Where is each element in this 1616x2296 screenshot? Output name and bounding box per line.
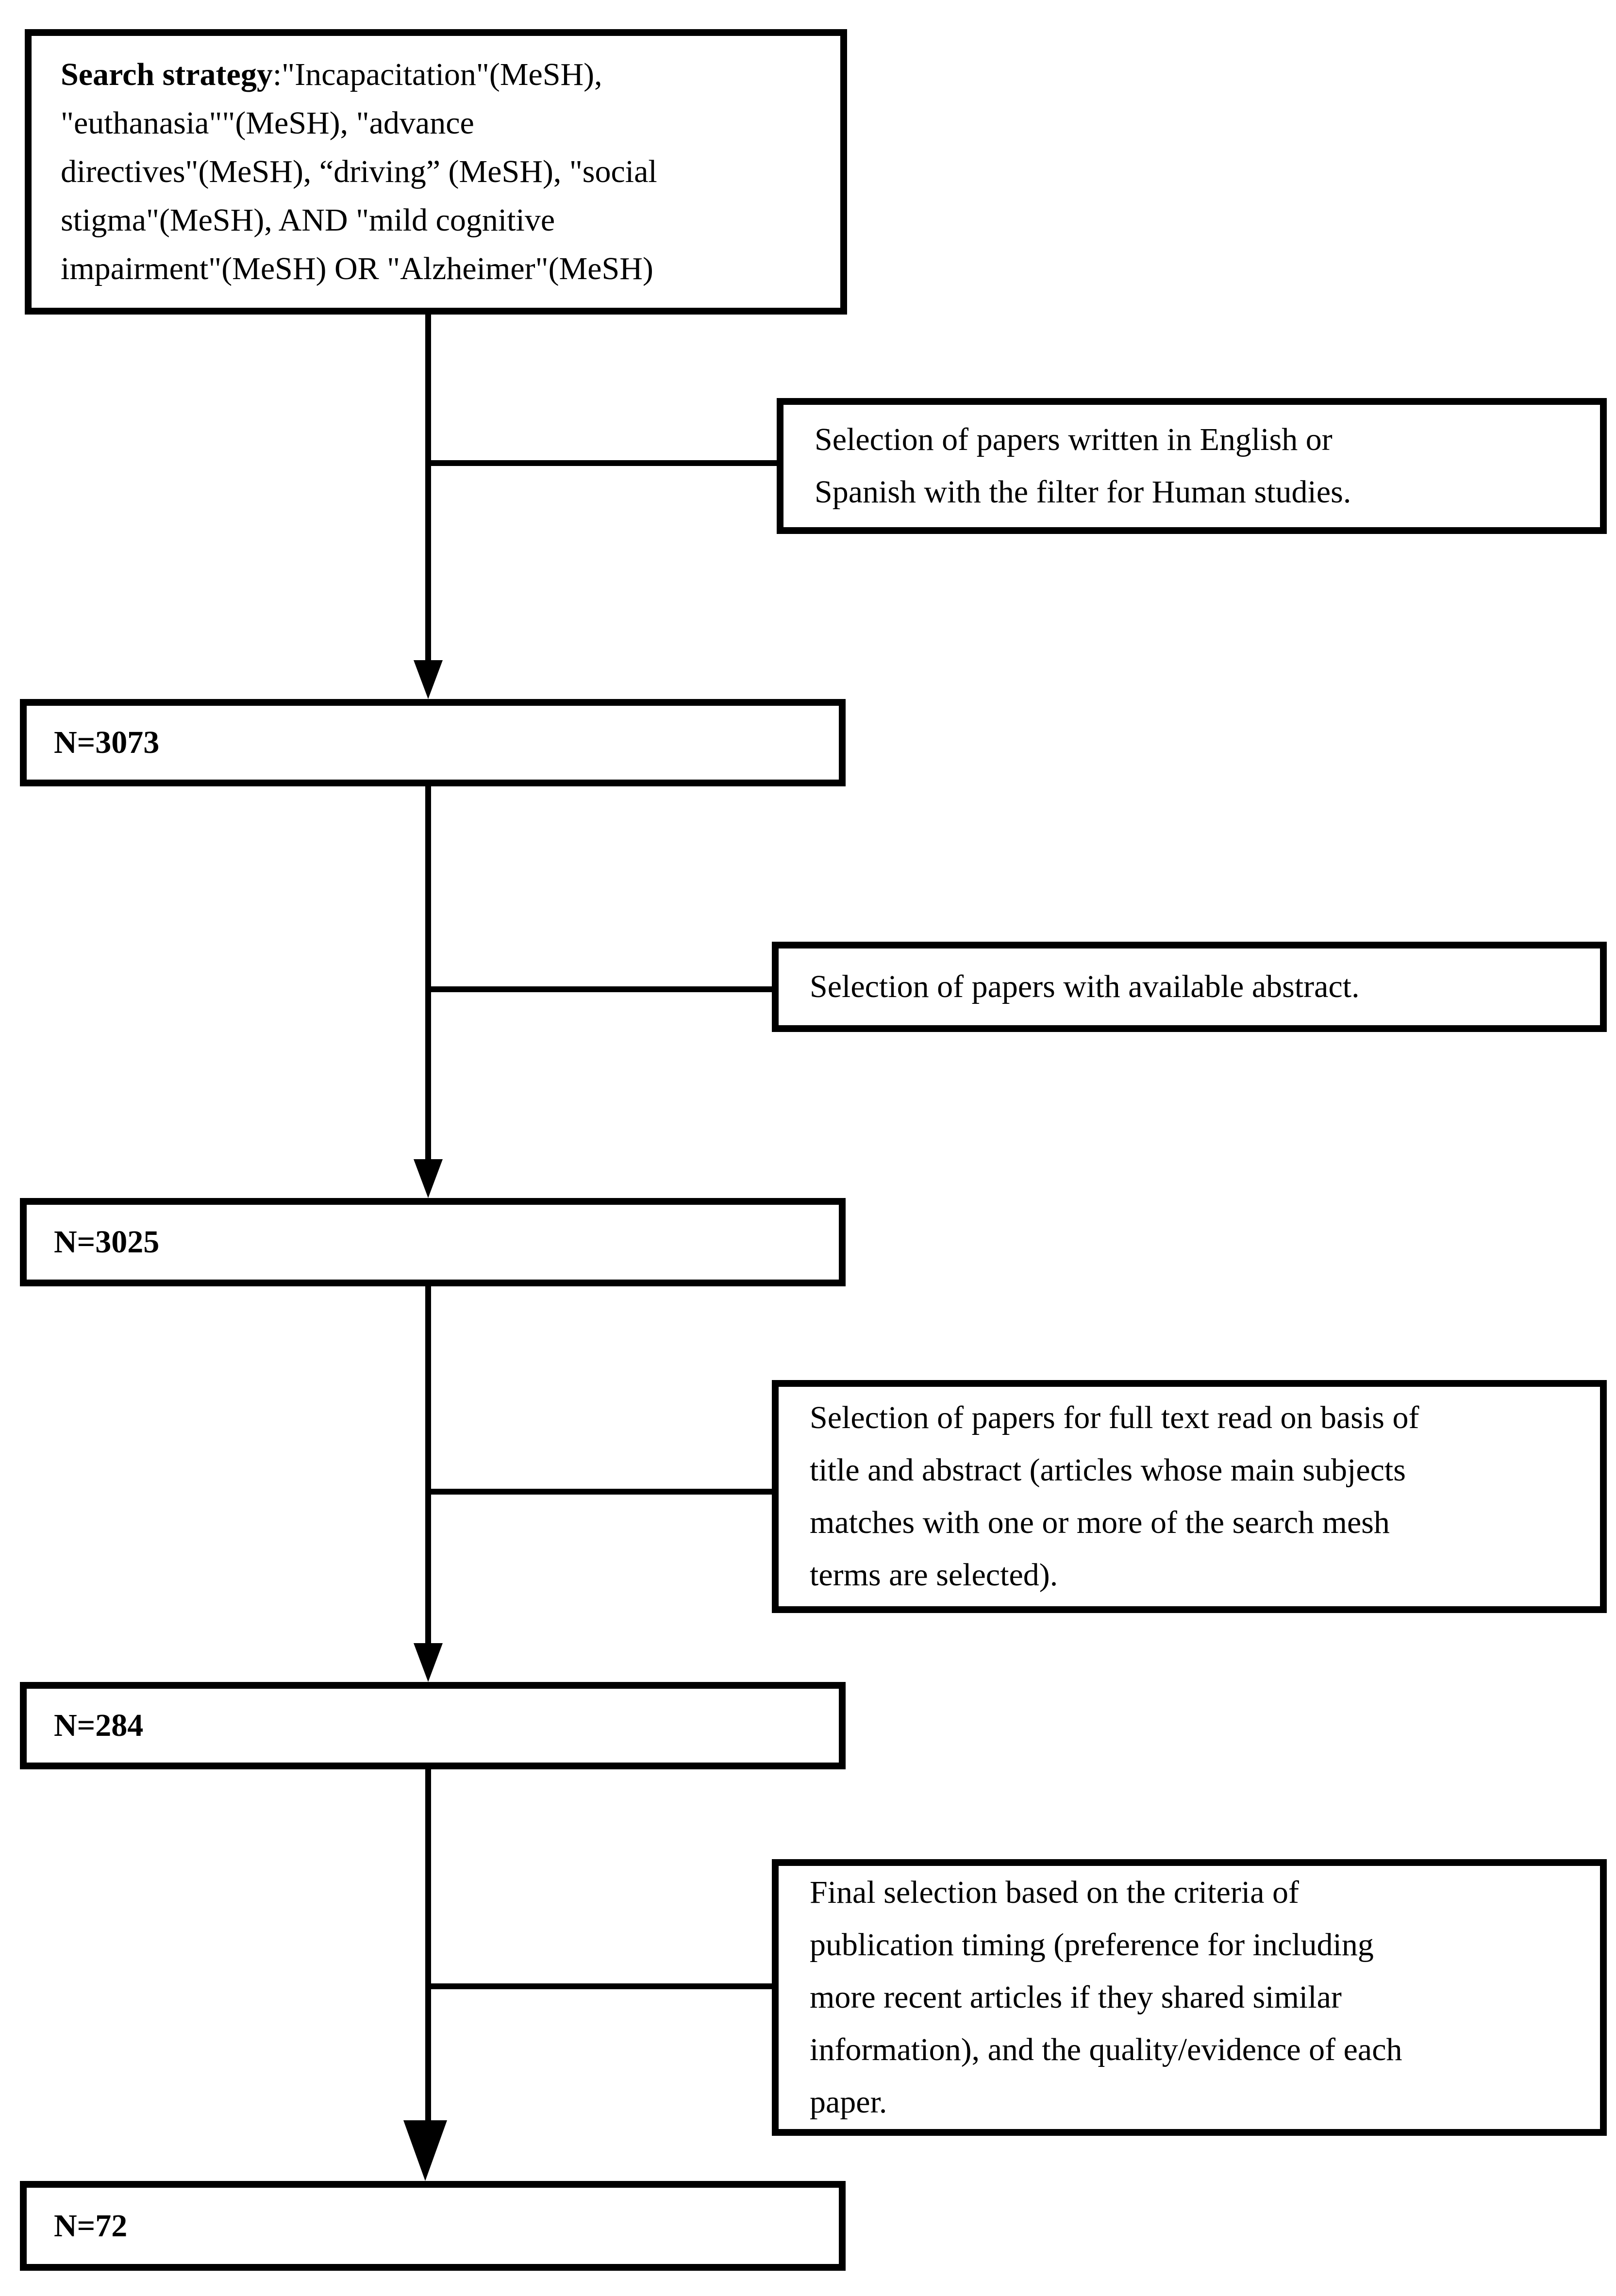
criteria-text-3: Selection of papers for full text read o… bbox=[810, 1400, 1419, 1593]
count-box-n284: N=284 bbox=[20, 1682, 846, 1769]
flow-line-3 bbox=[425, 1286, 431, 1644]
count-label-3: N=284 bbox=[54, 1708, 144, 1743]
criteria-box-fulltext-selection: Selection of papers for full text read o… bbox=[772, 1380, 1607, 1613]
criteria-text-2: Selection of papers with available abstr… bbox=[810, 969, 1360, 1004]
search-strategy-label: Search strategy bbox=[61, 57, 273, 92]
count-label-4: N=72 bbox=[54, 2208, 128, 2244]
connector-line-2 bbox=[428, 986, 772, 992]
criteria-text-1: Selection of papers written in English o… bbox=[815, 422, 1351, 510]
flow-line-2 bbox=[425, 786, 431, 1171]
search-strategy-box: Search strategy:"Incapacitation"(MeSH), … bbox=[25, 29, 847, 315]
flow-line-1 bbox=[425, 315, 431, 672]
arrowhead-1-icon bbox=[414, 660, 443, 699]
arrowhead-2-icon bbox=[414, 1159, 443, 1198]
criteria-box-language-filter: Selection of papers written in English o… bbox=[777, 398, 1607, 534]
criteria-box-final-selection: Final selection based on the criteria of… bbox=[772, 1859, 1607, 2136]
connector-line-1 bbox=[428, 460, 777, 466]
flow-line-4 bbox=[425, 1769, 431, 2121]
connector-line-4 bbox=[428, 1983, 772, 1989]
arrowhead-3-icon bbox=[414, 1643, 443, 1682]
search-strategy-text: Search strategy:"Incapacitation"(MeSH), … bbox=[32, 39, 686, 305]
count-box-n3025: N=3025 bbox=[20, 1198, 846, 1286]
count-label-1: N=3073 bbox=[54, 725, 160, 760]
search-strategy-terms: :"Incapacitation"(MeSH), "euthanasia""(M… bbox=[61, 57, 657, 286]
criteria-box-abstract-filter: Selection of papers with available abstr… bbox=[772, 942, 1607, 1032]
count-box-n3073: N=3073 bbox=[20, 699, 846, 786]
connector-line-3 bbox=[428, 1489, 772, 1495]
criteria-text-4: Final selection based on the criteria of… bbox=[810, 1875, 1402, 2120]
arrowhead-4-icon bbox=[403, 2120, 447, 2181]
count-label-2: N=3025 bbox=[54, 1224, 160, 1260]
count-box-n72: N=72 bbox=[20, 2181, 846, 2271]
